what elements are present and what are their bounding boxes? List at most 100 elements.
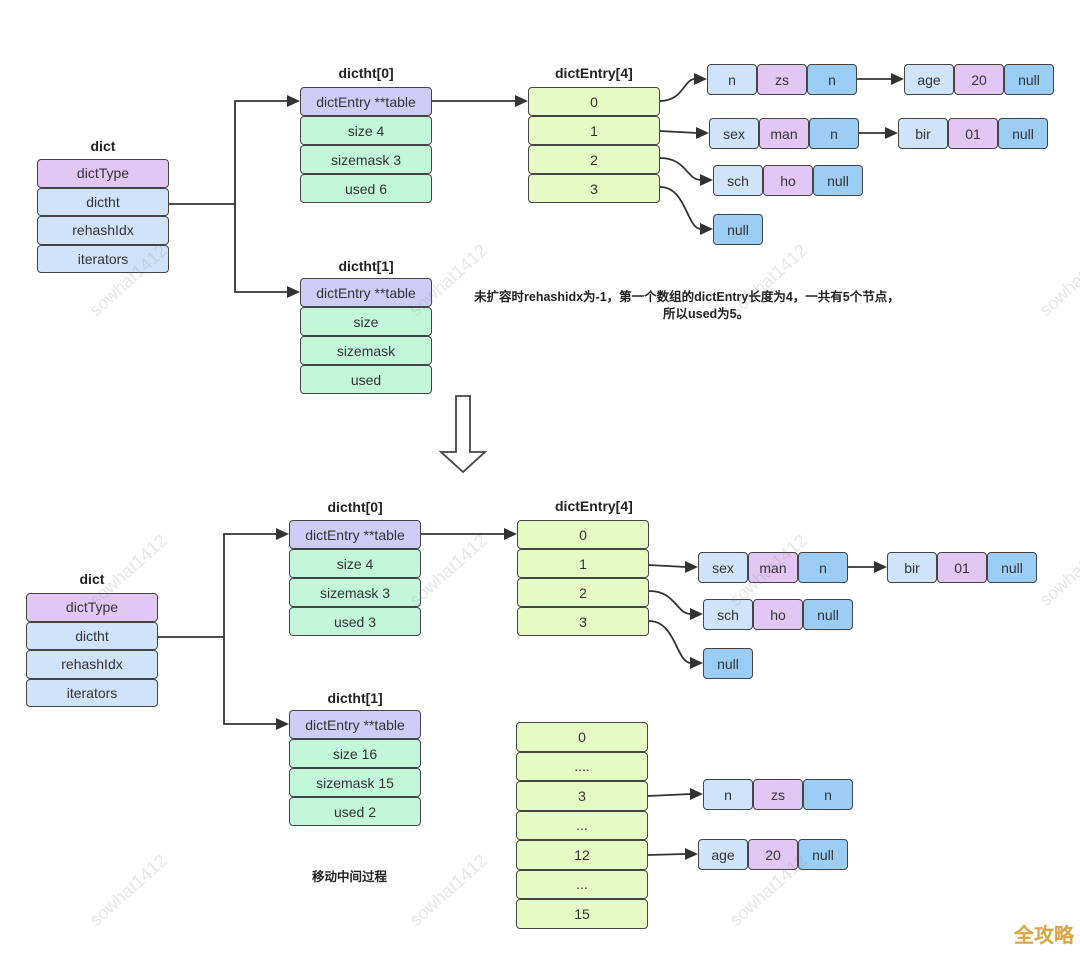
top-ht1-field-1: size — [300, 307, 432, 336]
top-chain2-node1-1: ho — [763, 165, 813, 196]
top-ht0-field-0: dictEntry **table — [300, 87, 432, 116]
bottom-dict-title: dict — [79, 571, 105, 587]
top-ht1-field-0: dictEntry **table — [300, 278, 432, 307]
bottom-entry-slot-2: 2 — [517, 578, 649, 607]
bottom-chain16-12-node-0: age — [698, 839, 748, 870]
top-ht1-field-2: sizemask — [300, 336, 432, 365]
bottom-chain3-null: null — [703, 648, 753, 679]
bottom-dict-to-ht1-head — [276, 718, 289, 730]
top-ht0-title: dictht[0] — [338, 65, 394, 81]
top-dict-to-ht0-head — [287, 95, 300, 107]
top-dict-field-1: dictht — [37, 187, 169, 216]
top-entry-title: dictEntry[4] — [555, 65, 633, 81]
bottom-ht1-field-2: sizemask 15 — [289, 768, 421, 797]
brand-logo: 全攻略 — [1014, 925, 1074, 947]
bottom-chain1-node2-2: null — [987, 552, 1037, 583]
bottom-ht0-field-3: used 3 — [289, 607, 421, 636]
top-entry-slot-0: 0 — [528, 87, 660, 116]
top-slot2-to-chain-head — [700, 174, 713, 186]
bottom-slot16-3-to-chain-head — [690, 788, 703, 800]
top-chain0-node1-1: zs — [757, 64, 807, 95]
bottom-slot1-to-chain-head — [685, 561, 698, 573]
bottom-chain2-node1-2: null — [803, 599, 853, 630]
bottom-dict-field-0: dictType — [26, 593, 158, 622]
top-chain1-link-head — [885, 127, 898, 139]
top-dict-field-0: dictType — [37, 159, 169, 188]
top-slot3-to-null-head — [700, 223, 713, 235]
top-chain3-null: null — [713, 214, 763, 245]
top-slot2-to-chain — [659, 157, 702, 181]
bottom-dict-to-ht0 — [158, 533, 279, 638]
bottom-ht1-field-0: dictEntry **table — [289, 710, 421, 739]
top-dict-to-ht1-head — [287, 286, 300, 298]
bottom-chain16-3-node-2: n — [803, 779, 853, 810]
top-entry-slot-1: 1 — [528, 116, 660, 145]
top-ht0-field-1: size 4 — [300, 116, 432, 145]
transition-down-arrow — [438, 395, 488, 474]
top-chain1-node2-1: 01 — [948, 118, 998, 149]
bottom-chain16-12-node-1: 20 — [748, 839, 798, 870]
bottom-ht0-to-entry-head — [504, 528, 517, 540]
top-chain0-node1-0: n — [707, 64, 757, 95]
bottom-ht0-field-0: dictEntry **table — [289, 520, 421, 549]
top-chain0-node2-1: 20 — [954, 64, 1004, 95]
bottom-chain16-3-node-1: zs — [753, 779, 803, 810]
top-chain1-node1-2: n — [809, 118, 859, 149]
top-chain1-node2-0: bir — [898, 118, 948, 149]
top-chain0-link-head — [891, 73, 904, 85]
bottom-ht0-field-1: size 4 — [289, 549, 421, 578]
bottom-chain1-link-head — [874, 561, 887, 573]
bottom-entry-slot-0: 0 — [517, 520, 649, 549]
bottom-slot16-12-to-chain — [647, 853, 687, 856]
top-dict-to-ht1 — [234, 204, 290, 293]
bottom-dict-to-ht1 — [223, 637, 279, 725]
bottom-ht1-field-1: size 16 — [289, 739, 421, 768]
bottom-ht0-title: dictht[0] — [327, 499, 383, 515]
bottom-slot1-to-chain — [648, 564, 687, 568]
top-note-line1: 未扩容时rehashidx为-1，第一个数组的dictEntry长度为4，一共有… — [474, 290, 900, 304]
bottom-slot3-to-null-head — [690, 657, 703, 669]
bottom-chain2-node1-0: sch — [703, 599, 753, 630]
top-dict-field-3: iterators — [37, 244, 169, 273]
top-chain1-node1-0: sex — [709, 118, 759, 149]
bottom-dict-field-3: iterators — [26, 678, 158, 707]
top-dict-title: dict — [90, 138, 116, 154]
bottom-entry16-slot-0: 0 — [516, 722, 648, 752]
bottom-slot2-to-chain — [648, 590, 692, 615]
top-slot1-to-chain — [659, 130, 698, 134]
bottom-dict-field-2: rehashIdx — [26, 650, 158, 679]
top-ht0-field-3: used 6 — [300, 174, 432, 203]
bottom-entry16-slot-4: 12 — [516, 840, 648, 870]
top-entry-slot-2: 2 — [528, 145, 660, 174]
top-dict-field-2: rehashIdx — [37, 216, 169, 245]
bottom-caption: 移动中间过程 — [312, 870, 388, 884]
bottom-chain1-node2-0: bir — [887, 552, 937, 583]
bottom-entry-slot-3: 3 — [517, 607, 649, 636]
top-slot0-to-chain — [659, 78, 696, 102]
bottom-dict-field-1: dictht — [26, 621, 158, 650]
bottom-ht1-title: dictht[1] — [327, 690, 383, 706]
bottom-chain1-node1-1: man — [748, 552, 798, 583]
bottom-chain16-3-node-0: n — [703, 779, 753, 810]
bottom-entry16-slot-3: ... — [516, 810, 648, 840]
bottom-entry-title: dictEntry[4] — [555, 498, 633, 514]
top-slot3-to-null — [659, 186, 702, 230]
bottom-chain1-node2-1: 01 — [937, 552, 987, 583]
top-slot1-to-chain-head — [696, 127, 709, 139]
bottom-chain1-node1-0: sex — [698, 552, 748, 583]
bottom-entry16-slot-1: .... — [516, 751, 648, 781]
top-chain2-node1-0: sch — [713, 165, 763, 196]
bottom-slot16-3-to-chain — [647, 793, 692, 797]
bottom-dict-to-ht0-head — [276, 528, 289, 540]
bottom-entry-slot-1: 1 — [517, 549, 649, 578]
bottom-entry16-slot-2: 3 — [516, 781, 648, 811]
bottom-ht0-field-2: sizemask 3 — [289, 578, 421, 607]
top-chain1-node1-1: man — [759, 118, 809, 149]
top-ht0-to-entry-head — [515, 95, 528, 107]
top-chain1-node2-2: null — [998, 118, 1048, 149]
bottom-chain16-12-node-2: null — [798, 839, 848, 870]
bottom-slot2-to-chain-head — [690, 608, 703, 620]
bottom-ht1-field-3: used 2 — [289, 797, 421, 826]
